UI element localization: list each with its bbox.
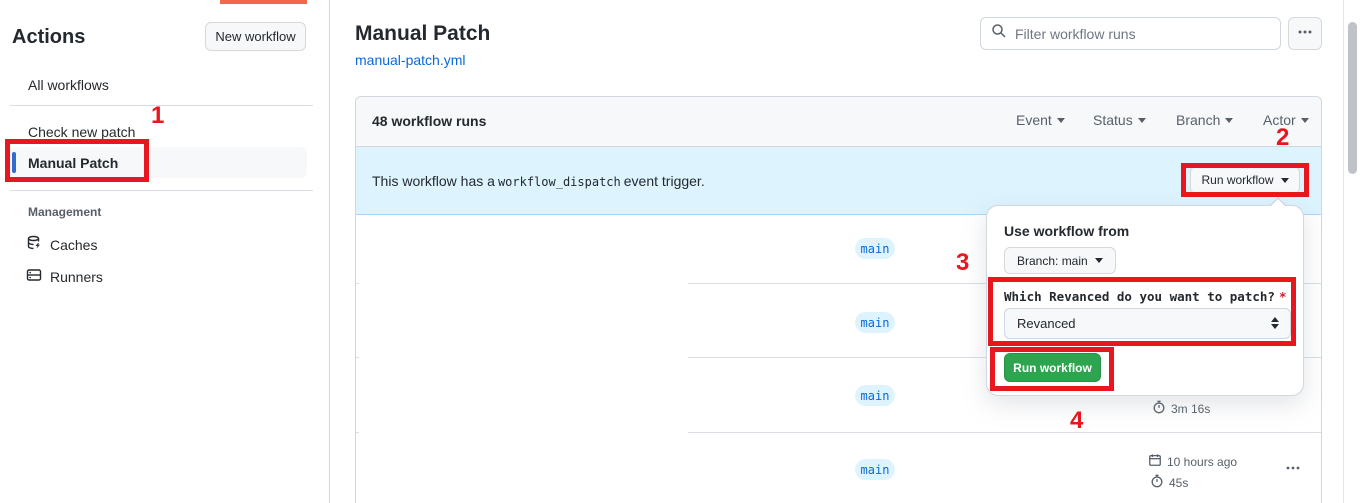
run-workflow-popover: Use workflow from Branch: main Which Rev…: [986, 197, 1304, 396]
branch-badge[interactable]: main: [855, 459, 895, 480]
run-duration-label: 3m 16s: [1171, 401, 1211, 416]
required-marker: *: [1278, 289, 1287, 304]
selected-indicator-bar: [12, 152, 16, 173]
top-progress-bar: [220, 0, 307, 4]
banner-text-before: This workflow has a: [372, 173, 495, 189]
branch-select-label: Branch: main: [1017, 253, 1088, 268]
sidebar-divider: [10, 105, 313, 106]
workflow-options-button[interactable]: [1288, 17, 1322, 50]
runs-list-header: 48 workflow runs Event Status Branch Act…: [356, 97, 1321, 147]
page-title: Manual Patch: [355, 22, 491, 45]
search-icon: [991, 23, 1007, 44]
kebab-horizontal-icon: [1297, 24, 1313, 43]
sidebar-item-manual-patch[interactable]: [10, 147, 307, 178]
calendar-icon: [1148, 453, 1162, 470]
stopwatch-icon: [1150, 474, 1164, 491]
workflow-input-label: Which Revanced do you want to patch?*: [1004, 289, 1286, 304]
banner-text-after: event trigger.: [623, 173, 705, 189]
branch-badge[interactable]: main: [855, 238, 895, 259]
run-options-button[interactable]: [1281, 456, 1305, 485]
filter-branch[interactable]: Branch: [1176, 112, 1234, 128]
arrow-up-down-icon: [1271, 317, 1279, 329]
branch-select-button[interactable]: Branch: main: [1004, 247, 1116, 274]
revanced-select[interactable]: Revanced: [1004, 308, 1291, 339]
sidebar-divider: [10, 190, 313, 191]
run-duration: 45s: [1150, 474, 1188, 491]
stopwatch-icon: [1152, 400, 1166, 417]
row-divider: [356, 357, 1321, 358]
workflow-file-link[interactable]: manual-patch.yml: [355, 52, 466, 68]
banner-code: workflow_dispatch: [497, 175, 621, 189]
scrollbar-thumb[interactable]: [1348, 22, 1357, 174]
new-workflow-button[interactable]: New workflow: [205, 22, 306, 51]
runs-count-label: 48 workflow runs: [372, 113, 487, 129]
run-workflow-submit-button[interactable]: Run workflow: [1004, 353, 1101, 382]
sidebar-item-caches[interactable]: Caches: [26, 235, 97, 254]
sidebar-item-runners[interactable]: Runners: [26, 267, 103, 286]
branch-badge[interactable]: main: [855, 385, 895, 406]
actions-sidebar: Actions New workflow All workflows Check…: [0, 0, 330, 503]
sidebar-item-check-new-patch[interactable]: Check new patch: [28, 124, 136, 140]
filter-actor-label: Actor: [1263, 112, 1296, 128]
popover-title: Use workflow from: [1004, 223, 1130, 239]
run-duration-label: 45s: [1169, 475, 1189, 490]
filter-event[interactable]: Event: [1016, 112, 1065, 128]
revanced-select-value: Revanced: [1017, 316, 1076, 331]
branch-badge[interactable]: main: [855, 312, 895, 333]
search-input[interactable]: [1015, 25, 1270, 42]
triangle-down-icon: [1056, 117, 1065, 123]
run-workflow-dropdown-button[interactable]: Run workflow: [1190, 166, 1300, 194]
scrollbar-track[interactable]: [1343, 0, 1361, 503]
sidebar-title: Actions: [12, 26, 86, 48]
triangle-down-icon: [1300, 117, 1309, 123]
database-icon: [26, 235, 42, 254]
sidebar-item-caches-label: Caches: [50, 236, 98, 253]
row-divider: [356, 283, 1321, 284]
server-icon: [26, 267, 42, 286]
filter-branch-label: Branch: [1176, 112, 1221, 128]
row-divider: [356, 432, 1321, 433]
triangle-down-icon: [1137, 117, 1146, 123]
filter-actor[interactable]: Actor: [1263, 112, 1309, 128]
management-section-label: Management: [28, 205, 102, 219]
run-time: 10 hours ago: [1148, 453, 1237, 470]
run-time-label: 10 hours ago: [1167, 454, 1238, 469]
run-workflow-dropdown-label: Run workflow: [1201, 173, 1274, 187]
redacted-area: [359, 215, 688, 503]
kebab-horizontal-icon: [1285, 463, 1301, 480]
sidebar-item-manual-patch-label: Manual Patch: [28, 155, 119, 171]
sidebar-item-all-workflows[interactable]: All workflows: [28, 77, 109, 93]
input-label-text: Which Revanced do you want to patch?: [1004, 289, 1275, 304]
filter-event-label: Event: [1016, 112, 1052, 128]
filter-runs-search[interactable]: [980, 17, 1281, 50]
filter-status[interactable]: Status: [1093, 112, 1146, 128]
run-duration: 3m 16s: [1152, 400, 1210, 417]
sidebar-item-runners-label: Runners: [50, 268, 103, 285]
popover-caret: [1270, 199, 1286, 207]
triangle-down-icon: [1225, 117, 1234, 123]
triangle-down-icon: [1094, 258, 1103, 263]
triangle-down-icon: [1280, 177, 1289, 183]
filter-status-label: Status: [1093, 112, 1133, 128]
